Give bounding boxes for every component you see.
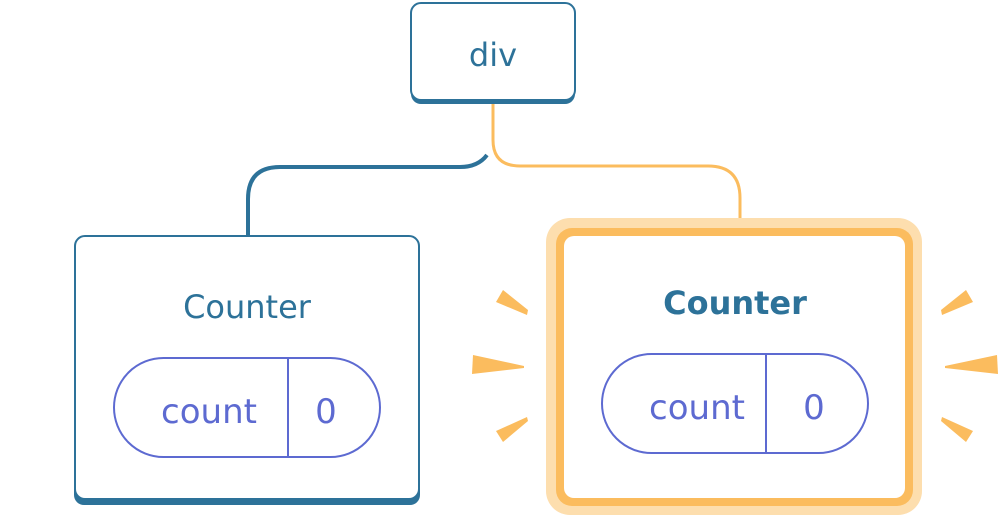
- spark-icon: [496, 290, 528, 315]
- state-value: 0: [803, 388, 825, 428]
- highlight-sparks-right: [941, 290, 998, 442]
- counter-label: Counter: [663, 284, 807, 322]
- state-name: count: [649, 388, 745, 428]
- counter-node-left: Counter count 0: [74, 235, 420, 505]
- connector-div-to-right-counter: [491, 104, 742, 228]
- connector-div-to-left-counter: [246, 153, 489, 236]
- spark-icon: [941, 290, 973, 315]
- state-pill: count 0: [113, 357, 381, 458]
- spark-icon: [945, 355, 998, 374]
- spark-icon: [472, 355, 524, 374]
- state-pill: count 0: [601, 353, 869, 454]
- spark-icon: [941, 417, 973, 442]
- highlight-sparks-left: [472, 290, 528, 442]
- div-label: div: [469, 36, 517, 74]
- state-value: 0: [315, 392, 337, 432]
- spark-icon: [496, 417, 528, 442]
- div-node: div: [410, 2, 576, 104]
- counter-label: Counter: [183, 288, 312, 326]
- counter-node-right-highlighted: Counter count 0: [546, 218, 922, 515]
- state-name: count: [161, 392, 257, 432]
